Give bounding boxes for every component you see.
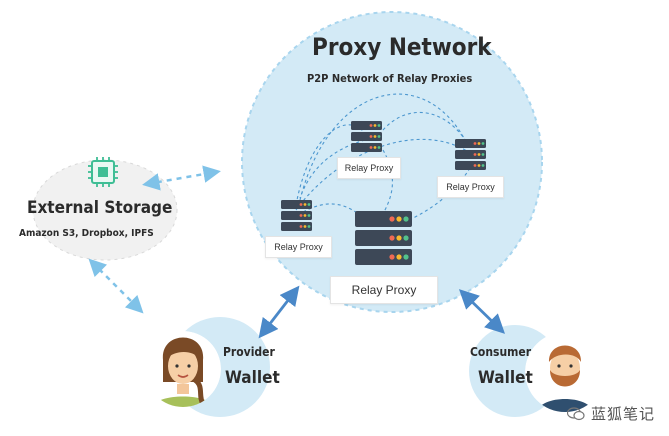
wechat-icon — [567, 407, 585, 421]
storage-network-arrow — [142, 165, 221, 191]
relay-proxy-label-left: Relay Proxy — [265, 236, 332, 258]
watermark: 蓝狐笔记 — [567, 403, 655, 424]
chip-icon — [88, 157, 118, 187]
relay-proxy-label-right: Relay Proxy — [437, 176, 504, 198]
provider-network-arrow — [258, 285, 300, 339]
server-icon-top — [351, 121, 382, 152]
server-icon-left — [281, 200, 312, 231]
external-storage-title: External Storage — [27, 198, 173, 218]
consumer-avatar — [525, 332, 605, 412]
consumer-network-arrow — [458, 289, 506, 334]
consumer-role: Consumer — [470, 345, 532, 359]
provider-role: Provider — [223, 345, 275, 359]
server-icon-main — [355, 211, 412, 265]
watermark-text: 蓝狐笔记 — [590, 405, 655, 423]
provider-avatar — [145, 331, 221, 407]
proxy-network-title: Proxy Network — [312, 33, 492, 61]
server-icon-right — [455, 139, 486, 170]
proxy-network-subtitle: P2P Network of Relay Proxies — [307, 72, 473, 85]
provider-wallet-label: Wallet — [225, 368, 280, 388]
external-storage-subtitle: Amazon S3, Dropbox, IPFS — [19, 228, 154, 239]
relay-proxy-label-top: Relay Proxy — [337, 157, 401, 179]
consumer-wallet-label: Wallet — [478, 368, 533, 388]
relay-proxy-label-main: Relay Proxy — [330, 276, 438, 304]
storage-provider-arrow — [88, 258, 144, 314]
